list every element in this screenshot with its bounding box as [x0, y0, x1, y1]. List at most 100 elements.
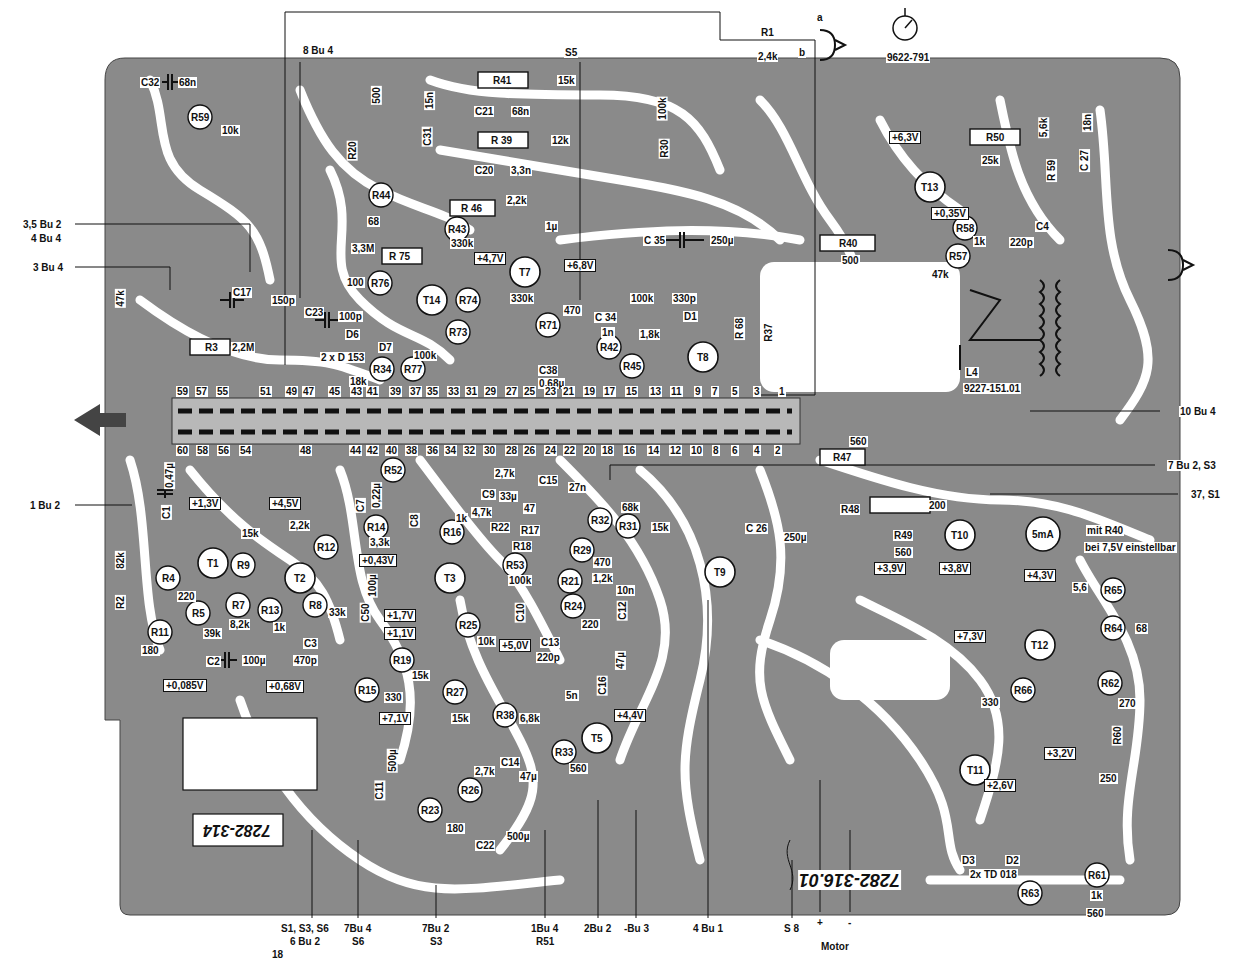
value-label: 7282-314	[202, 821, 272, 839]
value-label: 100k	[657, 96, 668, 120]
pin-number: 18	[271, 949, 284, 960]
voltage-value: +0,35V	[934, 208, 966, 219]
wires	[75, 12, 1178, 918]
part-name: C13	[540, 637, 560, 648]
voltage-value: +4,7V	[477, 253, 503, 264]
value-label: 100p	[338, 311, 363, 322]
part-name: R1	[760, 27, 775, 38]
part-name: R22	[490, 522, 510, 533]
part-name: C3	[303, 638, 318, 649]
pin-number: 37	[409, 386, 422, 397]
value-label: 100k	[413, 350, 437, 361]
part-name: R31	[618, 521, 638, 532]
pin-number: 560	[894, 547, 913, 558]
value-label: 5mA	[1031, 529, 1055, 540]
voltage-box: +7,3V	[954, 630, 986, 643]
value-label: 6,8k	[519, 713, 540, 724]
pin-number: 47	[302, 386, 315, 397]
value-label: 25k	[981, 155, 1000, 166]
voltage-value: +6,3V	[892, 132, 918, 143]
part-name: R14	[366, 522, 386, 533]
part-name: R71	[538, 320, 558, 331]
value-label: 2,4k	[757, 51, 778, 62]
connector-reference: 2Bu 2	[583, 923, 612, 934]
voltage-value: +0,68V	[269, 681, 301, 692]
pin-number: 56	[217, 445, 230, 456]
pin-number: 47	[523, 503, 536, 514]
part-name: R43	[447, 224, 467, 235]
pin-number: 560	[1086, 908, 1105, 919]
part-name: R62	[1100, 678, 1120, 689]
pin-number: 15	[625, 386, 638, 397]
value-label: 5n	[565, 690, 579, 701]
part-name: T2	[293, 573, 307, 584]
part-name: C2	[206, 656, 221, 667]
part-name: R 39	[490, 135, 513, 146]
pin-number: 28	[505, 445, 518, 456]
part-name: D2	[1005, 855, 1020, 866]
connector-reference: 7Bu 4	[343, 923, 372, 934]
voltage-box: +0,43V	[359, 554, 397, 567]
part-name: R59	[190, 112, 210, 123]
part-name: R30	[659, 138, 670, 158]
pin-number: 22	[563, 445, 576, 456]
pin-number: 6	[731, 445, 739, 456]
part-name: R42	[599, 342, 619, 353]
pin-number: 23	[544, 386, 557, 397]
value-label: 0,22µ	[371, 482, 382, 509]
value-label: 3,3M	[351, 243, 375, 254]
part-name: R60	[1112, 725, 1123, 745]
empty-box	[183, 718, 317, 790]
value-label: Motor	[820, 941, 850, 952]
value-label: 33k	[328, 607, 347, 618]
pin-number: 68	[367, 216, 380, 227]
part-name: R9	[236, 560, 251, 571]
part-name: R53	[505, 560, 525, 571]
value-label: 47µ	[519, 771, 538, 782]
voltage-box: +2,6V	[984, 779, 1016, 792]
value-label: 37, S1	[1190, 489, 1221, 500]
value-label: 1,8k	[639, 329, 660, 340]
connector-reference: S6	[351, 936, 365, 947]
connector-reference: 4 Bu 4	[30, 233, 62, 244]
part-name: R4	[161, 573, 176, 584]
pin-number: 5	[731, 386, 739, 397]
part-name: T7	[518, 267, 532, 278]
value-label: 100µ	[242, 655, 266, 666]
value-label: 500µ	[506, 831, 530, 842]
connector-reference: 1Bu 4	[530, 923, 559, 934]
value-label: 0,47µ	[164, 462, 175, 489]
part-name: C1	[161, 505, 172, 520]
pin-number: 2	[774, 445, 782, 456]
pin-number: 220	[177, 591, 196, 602]
connector-reference: 10 Bu 4	[1179, 406, 1217, 417]
connector-reference: 1 Bu 2	[29, 500, 61, 511]
part-name: C9	[481, 489, 496, 500]
value-label: 150p	[271, 295, 296, 306]
part-name: R19	[392, 655, 412, 666]
part-name: R7	[231, 600, 246, 611]
pin-number: 1	[778, 386, 786, 397]
value-label: -	[847, 917, 852, 928]
connector-reference: 4 Bu 1	[692, 923, 724, 934]
value-label: 2 x D 153	[320, 352, 365, 363]
board-outline	[105, 58, 1180, 915]
voltage-box: +1,3V	[189, 497, 221, 510]
part-name: R 46	[460, 203, 483, 214]
voltage-box: +3,8V	[939, 562, 971, 575]
pin-number: 19	[583, 386, 596, 397]
part-name: R76	[370, 278, 390, 289]
value-label: 47k	[931, 269, 950, 280]
pin-number: 470	[563, 305, 582, 316]
part-name: R29	[572, 545, 592, 556]
white-copper-area	[830, 640, 950, 700]
voltage-value: +7,1V	[382, 713, 408, 724]
voltage-box: +4,4V	[614, 709, 646, 722]
white-copper-traces	[130, 80, 1150, 889]
part-name: R58	[955, 223, 975, 234]
pin-number: 330	[384, 692, 403, 703]
value-label: 10n	[616, 585, 635, 596]
connector-reference: S 8	[783, 923, 800, 934]
pin-number: 21	[562, 386, 575, 397]
